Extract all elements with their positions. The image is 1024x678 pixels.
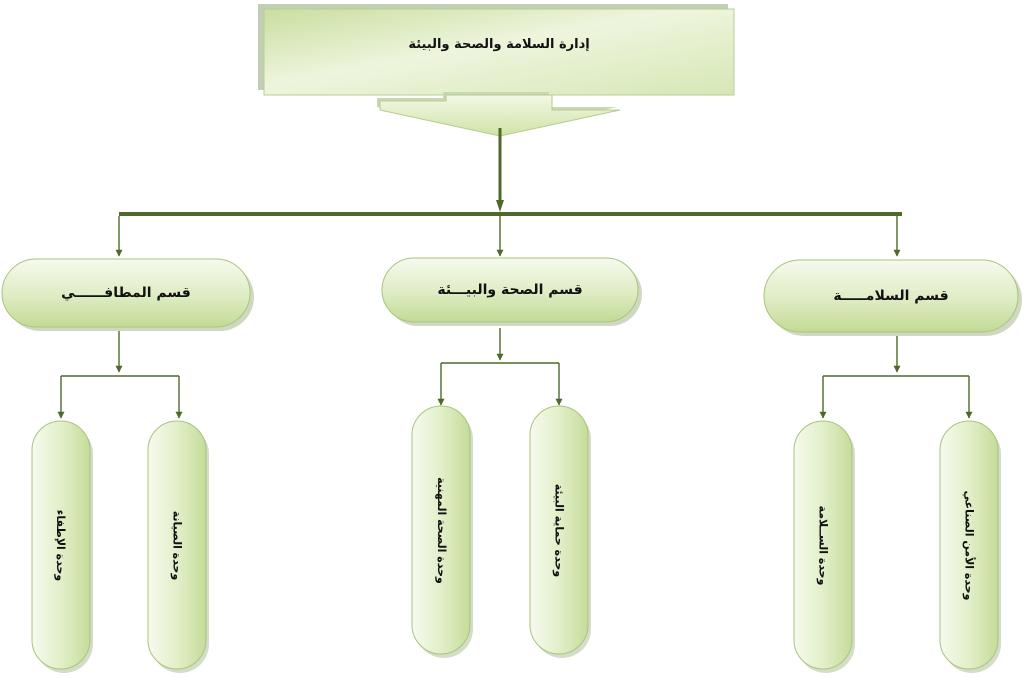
root-title-box [258, 4, 735, 96]
connectors [57, 128, 973, 419]
trunk-arrowhead [496, 200, 504, 212]
unit-box-environment-protection [529, 405, 589, 655]
department-boxes [1, 257, 1022, 336]
unit-box-maintenance [147, 420, 207, 670]
unit-box-occupational-health [411, 405, 471, 655]
unit-box-extinguishing [31, 420, 91, 670]
unit-box-safety [793, 420, 853, 670]
unit-boxes [31, 405, 1001, 673]
dept-box-safety [763, 259, 1019, 333]
dept-box-firefighting [1, 258, 251, 328]
root-title-rect [263, 8, 735, 96]
unit-box-industrial-security [939, 420, 999, 670]
dept-box-health-environment [381, 257, 639, 323]
